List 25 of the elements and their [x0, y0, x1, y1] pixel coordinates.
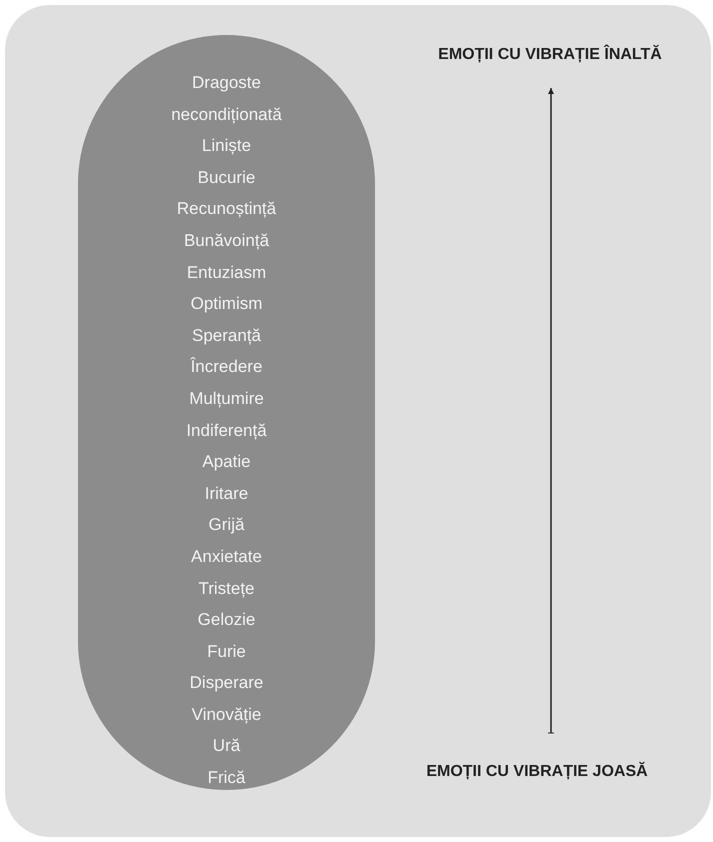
emotion-label: Dragoste necondiționată — [170, 72, 283, 126]
emotion-label: Recunoștință — [176, 198, 278, 220]
emotion-label: Anxietate — [190, 546, 263, 568]
emotion-label: Iritare — [204, 482, 250, 505]
emotion-label: Indiferență — [185, 420, 268, 442]
emotion-label: Furie — [206, 640, 247, 663]
emotion-label: Tristețe — [197, 578, 256, 600]
emotion-label: Ură — [212, 735, 242, 758]
emotion-label: Entuziasm — [186, 262, 268, 284]
emotion-label: Bucurie — [196, 166, 256, 189]
scale-label: EMOȚII CU VIBRAȚIE ÎNALTĂ — [438, 46, 662, 63]
emotion-label: Gelozie — [196, 609, 256, 632]
emotion-label: Vinovăție — [190, 704, 262, 726]
emotion-label: Apatie — [201, 451, 252, 474]
emotion-label: Optimism — [190, 293, 264, 316]
emotion-label: Frică — [206, 767, 246, 790]
emotion-label: Liniște — [200, 135, 252, 158]
emotion-label: Disperare — [188, 672, 264, 694]
emotion-label: Bunăvoință — [182, 230, 270, 252]
emotion-label: Grijă — [208, 514, 246, 536]
emotion-label: Mulțumire — [188, 388, 265, 410]
emotion-label: Speranță — [191, 324, 262, 347]
scale-arrow — [548, 88, 554, 734]
scale-label: EMOȚII CU VIBRAȚIE JOASĂ — [426, 763, 648, 780]
emotion-label: Încredere — [189, 356, 264, 378]
